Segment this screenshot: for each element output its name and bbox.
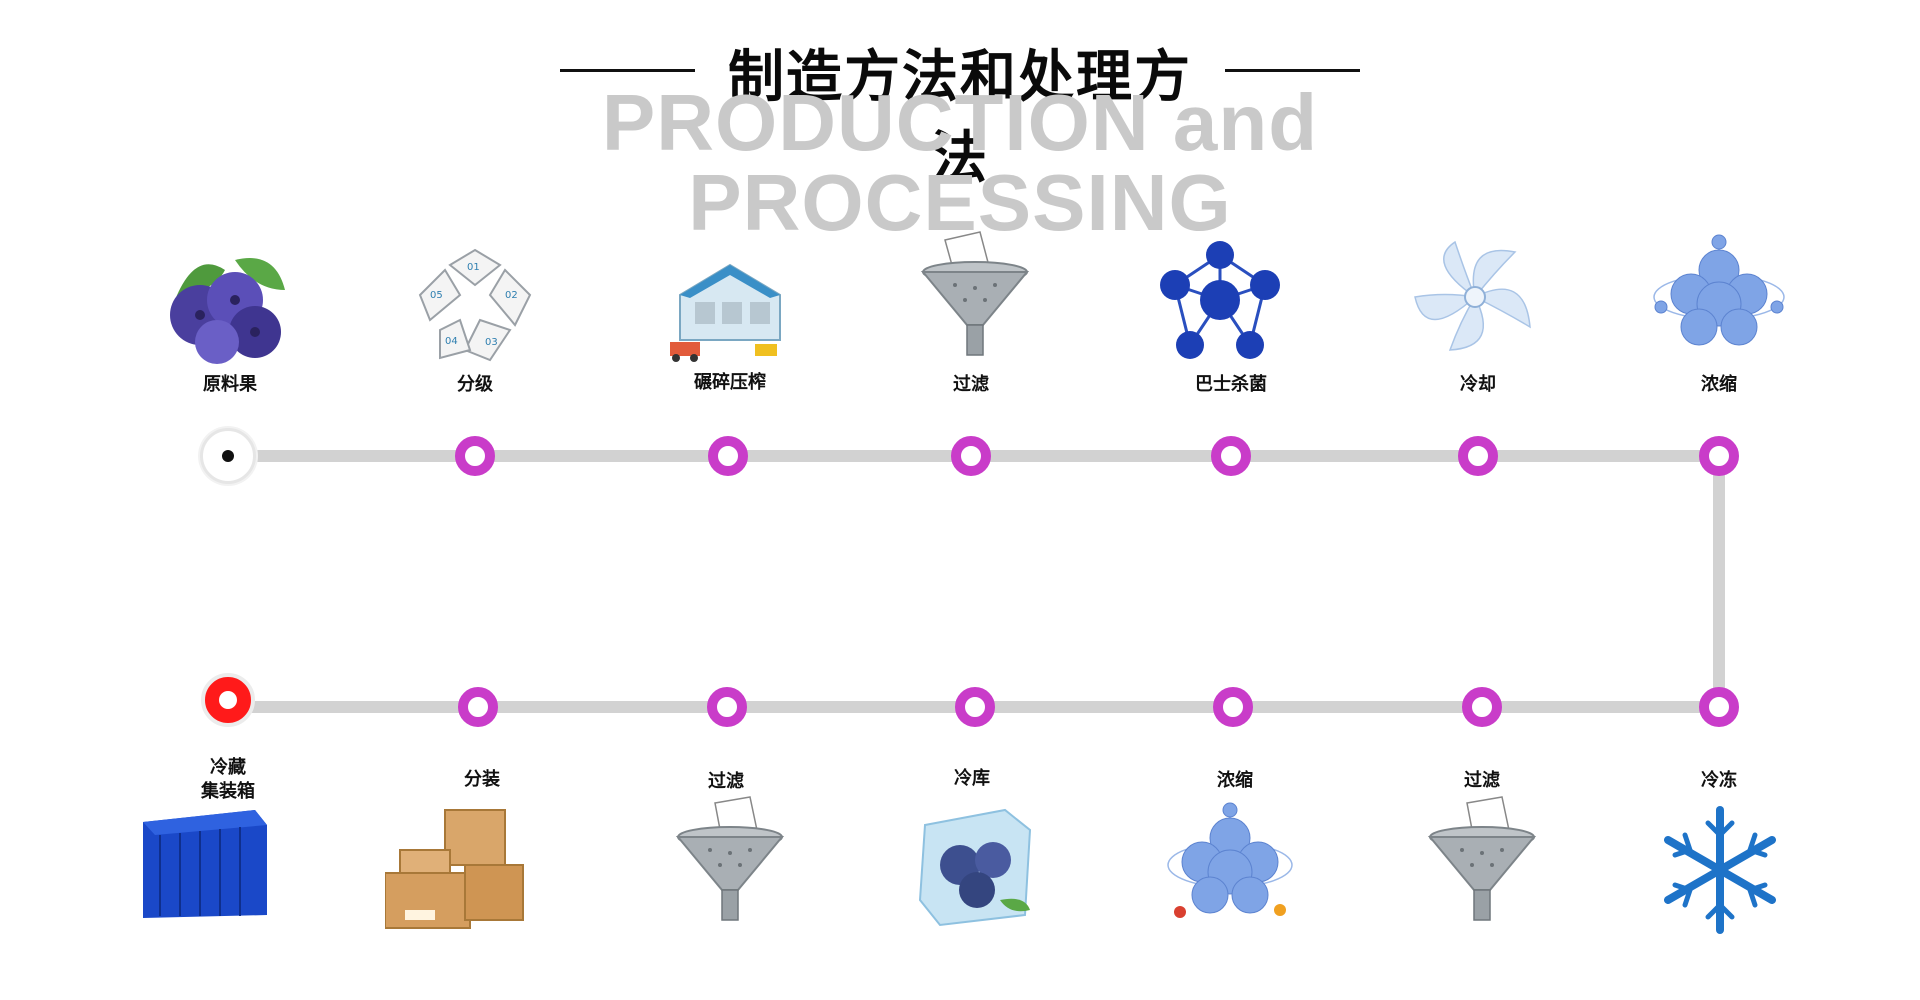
step-label: 过滤 bbox=[708, 771, 744, 792]
step-label: 冷藏 集装箱 bbox=[201, 757, 255, 802]
step-label: 过滤 bbox=[1464, 770, 1500, 791]
step-label: 浓缩 bbox=[1701, 374, 1737, 395]
top-node-2 bbox=[455, 436, 495, 476]
step-label: 巴士杀菌 bbox=[1195, 374, 1267, 395]
step-label: 分级 bbox=[457, 374, 493, 395]
top-node-7 bbox=[1699, 436, 1739, 476]
start-node bbox=[200, 428, 256, 484]
bottom-node-6 bbox=[1462, 687, 1502, 727]
pentagon-grading-icon: 01 02 03 04 05 bbox=[405, 240, 545, 370]
bottom-node-2 bbox=[458, 687, 498, 727]
step-label: 浓缩 bbox=[1217, 770, 1253, 791]
cardboard-boxes-icon bbox=[385, 805, 525, 935]
funnel-filter-icon bbox=[660, 795, 800, 925]
ice-cube-blueberry-icon bbox=[905, 800, 1045, 930]
bottom-node-4 bbox=[955, 687, 995, 727]
bottom-node-3 bbox=[707, 687, 747, 727]
fan-cooling-icon bbox=[1405, 232, 1545, 362]
funnel-filter-icon bbox=[905, 230, 1045, 360]
step-label: 冷库 bbox=[954, 768, 990, 789]
svg-text:03: 03 bbox=[485, 337, 498, 348]
svg-text:05: 05 bbox=[430, 290, 443, 301]
end-node bbox=[201, 673, 255, 727]
right-connector-track bbox=[1713, 455, 1725, 710]
title-english: PRODUCTION and PROCESSING bbox=[601, 78, 1319, 247]
factory-crushing-icon bbox=[660, 240, 800, 370]
blueberry-icon bbox=[155, 240, 295, 370]
shipping-container-icon bbox=[135, 800, 275, 930]
bacteria-molecule-icon bbox=[1150, 235, 1290, 365]
svg-text:01: 01 bbox=[467, 262, 480, 273]
top-node-4 bbox=[951, 436, 991, 476]
svg-text:02: 02 bbox=[505, 290, 518, 301]
bottom-node-7 bbox=[1699, 687, 1739, 727]
svg-text:04: 04 bbox=[445, 336, 458, 347]
step-label: 原料果 bbox=[203, 374, 257, 395]
title-chinese: 制造方法和处理方法 bbox=[728, 45, 1192, 191]
step-label: 冷却 bbox=[1460, 374, 1496, 395]
title-right-rule bbox=[1225, 69, 1360, 72]
top-node-6 bbox=[1458, 436, 1498, 476]
step-label: 碾碎压榨 bbox=[694, 372, 766, 393]
molecule-cluster-icon bbox=[1649, 232, 1789, 362]
snowflake-icon bbox=[1650, 805, 1790, 935]
top-node-5 bbox=[1211, 436, 1251, 476]
bottom-node-5 bbox=[1213, 687, 1253, 727]
funnel-filter-icon bbox=[1412, 795, 1552, 925]
step-label: 冷冻 bbox=[1701, 770, 1737, 791]
molecule-cluster-icon bbox=[1160, 800, 1300, 930]
title-block: 制造方法和处理方法 PRODUCTION and PROCESSING bbox=[0, 18, 1920, 243]
step-label: 过滤 bbox=[953, 374, 989, 395]
top-node-3 bbox=[708, 436, 748, 476]
step-label: 分装 bbox=[464, 769, 500, 790]
title-left-rule bbox=[560, 69, 695, 72]
